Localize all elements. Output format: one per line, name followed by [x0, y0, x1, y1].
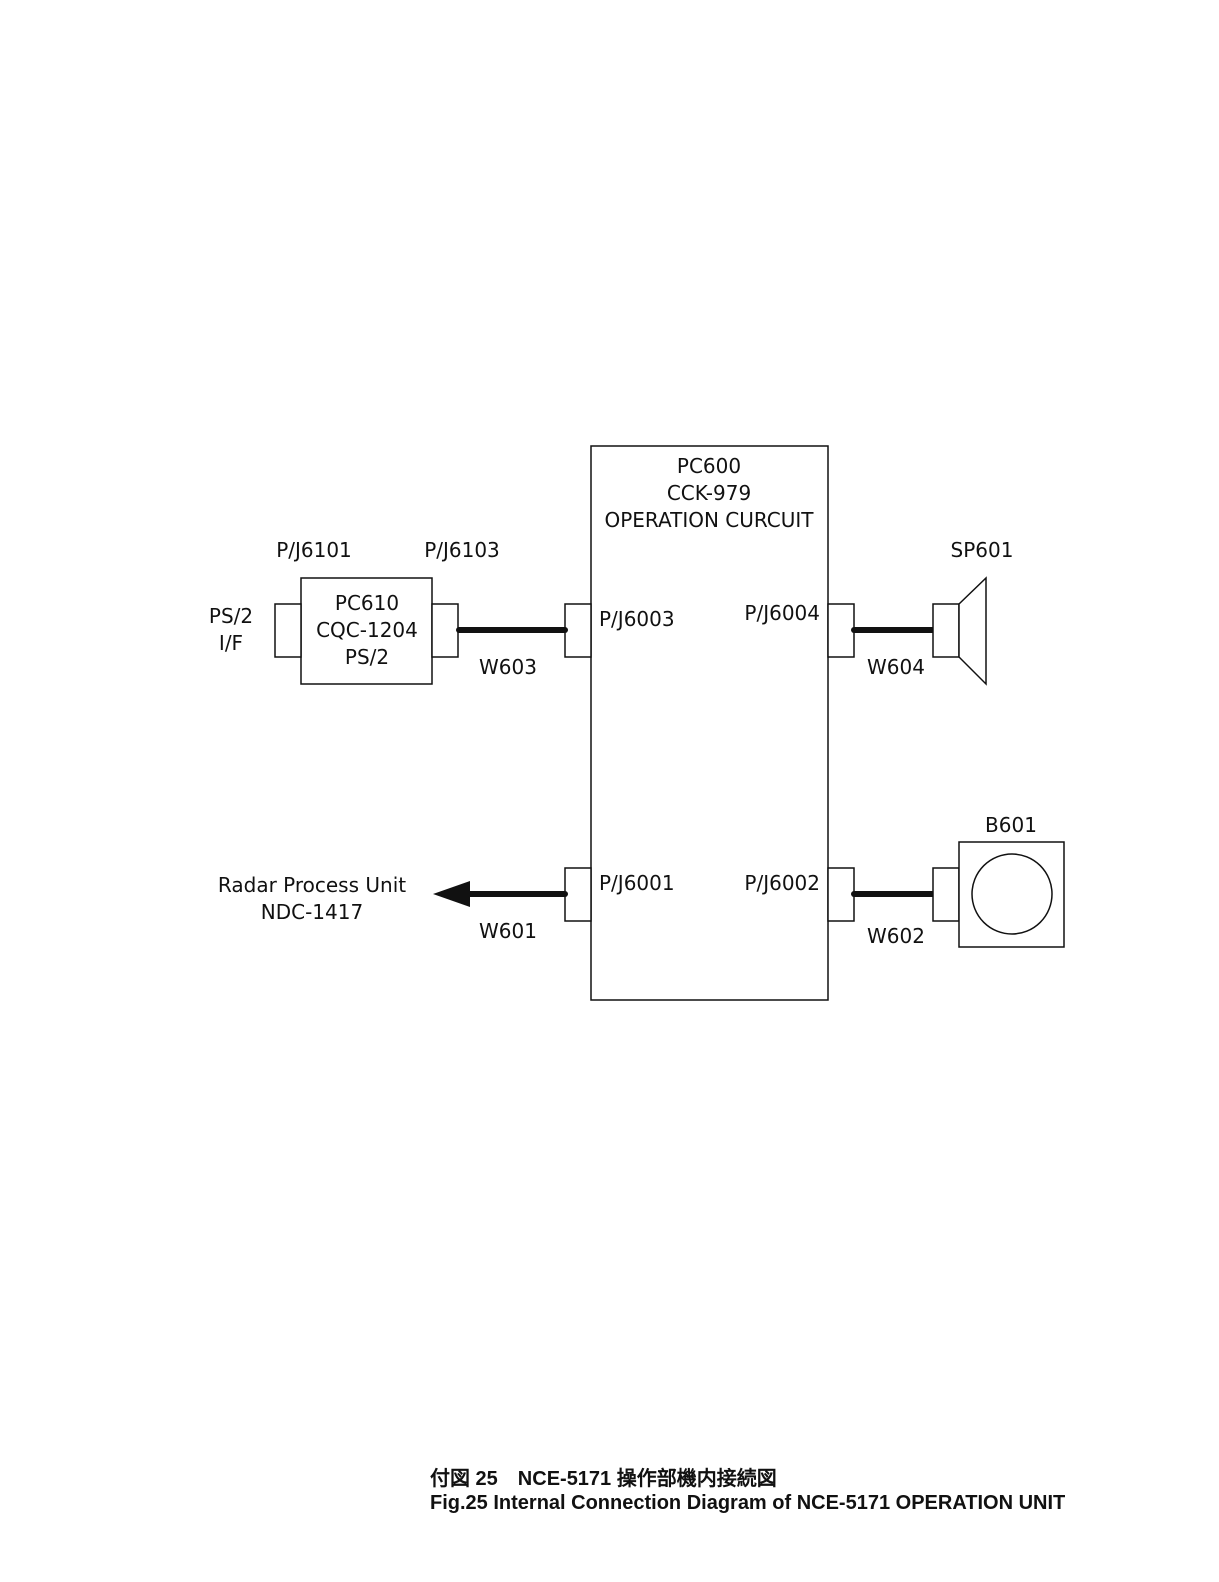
connector-pj6103 — [432, 604, 458, 657]
label-w603: W603 — [479, 655, 537, 679]
label-pj6003: P/J6003 — [599, 607, 675, 631]
connector-pj6003 — [565, 604, 591, 657]
main-board-model: CCK-979 — [667, 481, 751, 505]
ps2-board-model: CQC-1204 — [316, 618, 418, 642]
caption-japanese: 付図 25 NCE-5171 操作部機内接続図 — [430, 1467, 1065, 1491]
figure-caption: 付図 25 NCE-5171 操作部機内接続図 Fig.25 Internal … — [430, 1467, 1065, 1515]
connector-pj6001 — [565, 868, 591, 921]
ps2-if-label-line2: I/F — [219, 631, 243, 655]
label-w604: W604 — [867, 655, 925, 679]
label-pj6004: P/J6004 — [744, 601, 820, 625]
ps2-if-label-line1: PS/2 — [209, 604, 253, 628]
connector-pj6004 — [828, 604, 854, 657]
main-board-ref: PC600 — [677, 454, 741, 478]
caption-english: Fig.25 Internal Connection Diagram of NC… — [430, 1491, 1065, 1515]
connector-pj6101 — [275, 604, 301, 657]
arrow-left-icon — [433, 881, 470, 907]
speaker-icon — [933, 578, 986, 684]
label-pj6002: P/J6002 — [744, 871, 820, 895]
label-w602: W602 — [867, 924, 925, 948]
label-pj6101: P/J6101 — [276, 538, 352, 562]
main-board-name: OPERATION CURCUIT — [604, 508, 814, 532]
external-unit-line1: Radar Process Unit — [218, 873, 406, 897]
buzzer-icon — [933, 842, 1064, 947]
ps2-board-name: PS/2 — [345, 645, 389, 669]
connector-pj6002 — [828, 868, 854, 921]
label-w601: W601 — [479, 919, 537, 943]
external-unit-line2: NDC-1417 — [261, 900, 363, 924]
label-pj6001: P/J6001 — [599, 871, 675, 895]
speaker-ref-label: SP601 — [951, 538, 1014, 562]
label-pj6103: P/J6103 — [424, 538, 500, 562]
buzzer-ref-label: B601 — [985, 813, 1037, 837]
ps2-board-ref: PC610 — [335, 591, 399, 615]
